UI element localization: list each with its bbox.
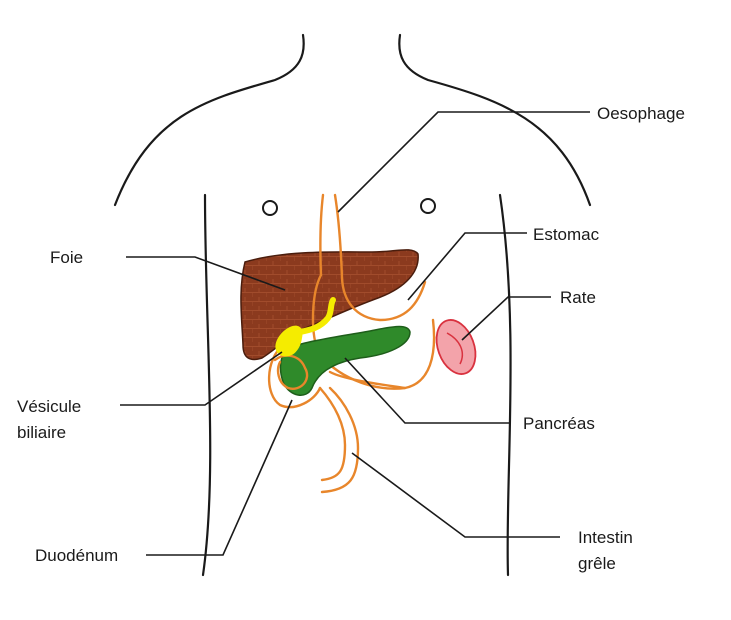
right-nipple [420,198,436,214]
label-intestin-line1: Intestin [578,528,633,547]
label-oesophage: Oesophage [597,104,685,123]
leader-estomac [407,232,527,301]
torso-outline [113,33,592,577]
neck-left [113,33,305,207]
oesophagus [319,193,344,280]
leader-rate [461,296,551,341]
label-pancreas: Pancréas [523,414,595,433]
leader-foie [126,256,286,291]
label-duodenum: Duodénum [35,546,118,565]
leader-duodenum [146,399,293,556]
label-vesicule-line1: Vésicule [17,397,81,416]
torso-right-side [498,193,512,577]
label-intestin-line2: grêle [578,554,616,573]
label-vesicule-line2: biliaire [17,423,66,442]
torso-left-side [201,193,212,577]
leader-vesicule [120,351,283,406]
duodenum [267,343,322,409]
leader-pancreas [344,357,510,424]
neck-right [398,33,592,207]
spleen [435,319,477,375]
left-nipple [262,200,278,216]
label-foie: Foie [50,248,83,267]
leader-lines [120,111,590,556]
leader-intestin [351,452,560,538]
label-estomac: Estomac [533,225,600,244]
small-intestine [318,370,407,494]
stomach [311,273,436,390]
label-rate: Rate [560,288,596,307]
leader-oesophage [337,111,590,213]
gallbladder [275,297,336,357]
